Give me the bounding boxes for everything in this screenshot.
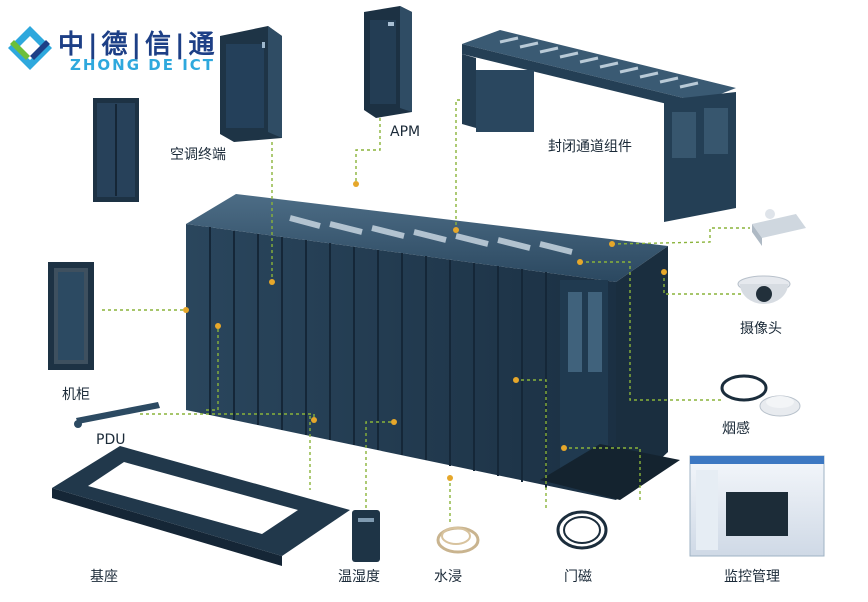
label-water-leak: 水浸: [434, 569, 462, 585]
door-sensor-icon: [556, 510, 608, 550]
label-monitoring: 监控管理: [724, 569, 780, 585]
leader-dots: [183, 181, 667, 481]
base-frame-icon: [52, 446, 350, 566]
pdu-strip-icon: [74, 402, 160, 428]
sensor-hub-icon: [752, 209, 806, 246]
aisle-containment-frame-icon: [462, 30, 736, 222]
monitoring-screen-icon: [689, 455, 825, 557]
label-cabinet: 机柜: [62, 387, 90, 403]
label-temp-humidity: 温湿度: [338, 569, 380, 585]
label-containment: 封闭通道组件: [548, 139, 632, 155]
label-pdu: PDU: [96, 432, 126, 448]
company-logo-icon: [8, 26, 52, 70]
label-apm: APM: [390, 124, 421, 140]
label-ac-terminal: 空调终端: [170, 147, 226, 163]
micro-datacenter-module-illustration: [186, 194, 680, 500]
leader-lines: [102, 99, 750, 522]
apm-unit-icon: [364, 6, 412, 118]
camera-icon: [737, 275, 791, 304]
label-base: 基座: [90, 569, 118, 585]
water-leak-sensor-icon: [436, 526, 480, 554]
label-camera: 摄像头: [740, 321, 782, 337]
label-smoke: 烟感: [722, 421, 750, 437]
cabinet-icon: [48, 262, 94, 370]
ac-terminal-unit-icon: [220, 26, 282, 142]
rack-cabinet-icon: [93, 98, 139, 202]
brand-name-cn: 中|德|信|通: [58, 30, 219, 60]
brand-name-en: ZHONG DE ICT: [70, 56, 216, 74]
label-door-sensor: 门磁: [564, 569, 592, 585]
temp-humidity-sensor-icon: [352, 510, 380, 562]
smoke-detector-icon: [720, 374, 801, 417]
